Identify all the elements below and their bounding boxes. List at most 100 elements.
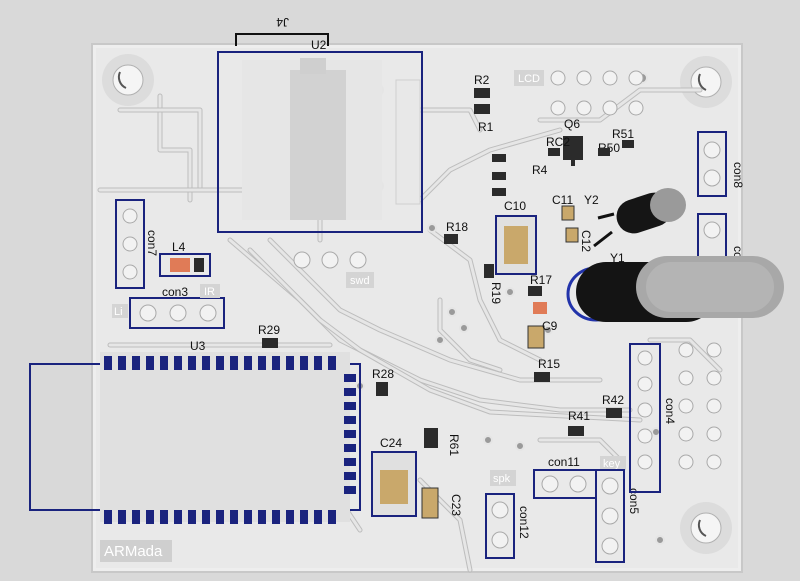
u3-pin bbox=[258, 510, 266, 524]
mounting-hole-tl bbox=[102, 54, 154, 106]
resistor-r-small-2[interactable] bbox=[492, 172, 506, 180]
connector-con8[interactable] bbox=[697, 131, 727, 197]
resistor-r28[interactable] bbox=[376, 382, 388, 396]
label-u2: U2 bbox=[311, 38, 327, 52]
resistor-r41[interactable] bbox=[568, 426, 584, 436]
resistor-r1[interactable] bbox=[474, 104, 490, 114]
u3-pin bbox=[272, 356, 280, 370]
resistor-r-small-1[interactable] bbox=[492, 154, 506, 162]
brand-silk-bg bbox=[100, 540, 172, 562]
copper-traces bbox=[97, 87, 723, 573]
label-r1: R1 bbox=[478, 120, 494, 134]
u3-pin bbox=[146, 510, 154, 524]
resistor-r18[interactable] bbox=[444, 234, 458, 244]
lcd-header[interactable]: LCD bbox=[514, 70, 644, 116]
u3-pin bbox=[230, 356, 238, 370]
connector-con5[interactable] bbox=[595, 469, 625, 563]
label-con12: con12 bbox=[517, 506, 531, 539]
resistor-r29[interactable] bbox=[262, 338, 278, 348]
u3-pin bbox=[286, 510, 294, 524]
crystal-y2[interactable] bbox=[593, 188, 686, 248]
resistor-r17[interactable] bbox=[528, 286, 542, 296]
u3-pin bbox=[216, 356, 224, 370]
label-con2: co bbox=[731, 246, 745, 259]
u3-pin bbox=[286, 356, 294, 370]
resistor-r19[interactable] bbox=[484, 264, 494, 278]
label-c12: C12 bbox=[579, 230, 593, 252]
component-orange[interactable] bbox=[533, 302, 547, 314]
u3-pin bbox=[344, 374, 356, 382]
label-l4: L4 bbox=[172, 240, 186, 254]
silk-ir: IR bbox=[204, 286, 215, 298]
capacitor-c24[interactable] bbox=[371, 451, 417, 517]
label-r2: R2 bbox=[474, 73, 490, 87]
label-c9: C9 bbox=[542, 319, 558, 333]
capacitor-c9[interactable] bbox=[527, 325, 545, 349]
label-con4: con4 bbox=[663, 398, 677, 424]
u3-pin bbox=[344, 444, 356, 452]
label-c10: C10 bbox=[504, 199, 526, 213]
resistor-r4[interactable] bbox=[548, 148, 560, 156]
u3-pin bbox=[104, 510, 112, 524]
capacitor-c12[interactable] bbox=[565, 227, 579, 243]
u3-pin bbox=[160, 510, 168, 524]
u3-pin bbox=[344, 458, 356, 466]
connector-con3[interactable] bbox=[129, 297, 225, 329]
li-silk-bg bbox=[112, 304, 128, 318]
u3-pin bbox=[314, 510, 322, 524]
u3-pin bbox=[104, 356, 112, 370]
u3-pin bbox=[328, 510, 336, 524]
swd-header[interactable]: swd bbox=[293, 251, 374, 288]
u3-pin bbox=[344, 402, 356, 410]
resistor-r15[interactable] bbox=[534, 372, 550, 382]
label-rc2: RC2 bbox=[546, 135, 570, 149]
resistor-r2[interactable] bbox=[474, 88, 490, 98]
u3-pin bbox=[202, 510, 210, 524]
component-u2[interactable] bbox=[217, 51, 423, 233]
label-r19: R19 bbox=[489, 282, 503, 304]
resistor-r61[interactable] bbox=[424, 428, 438, 448]
u3-pin bbox=[160, 356, 168, 370]
resistor-r-small-3[interactable] bbox=[492, 188, 506, 196]
label-q6: Q6 bbox=[564, 117, 580, 131]
resistor-r42[interactable] bbox=[606, 408, 622, 418]
label-u3: U3 bbox=[190, 339, 206, 353]
u3-pin bbox=[188, 356, 196, 370]
u3-pin bbox=[174, 356, 182, 370]
side-header-pads[interactable] bbox=[678, 342, 722, 470]
u3-pin bbox=[216, 510, 224, 524]
u3-pin bbox=[118, 356, 126, 370]
connector-con12[interactable] bbox=[485, 493, 515, 559]
u3-pin bbox=[244, 356, 252, 370]
u3-pin bbox=[230, 510, 238, 524]
label-r61: R61 bbox=[447, 434, 461, 456]
u3-pin bbox=[314, 356, 322, 370]
u3-pin bbox=[300, 356, 308, 370]
transistor-q6[interactable] bbox=[563, 136, 583, 166]
silk-spk: spk bbox=[493, 473, 511, 485]
capacitor-c11[interactable] bbox=[561, 205, 575, 221]
u3-pin bbox=[344, 472, 356, 480]
component-u3[interactable] bbox=[29, 352, 361, 522]
label-y1: Y1 bbox=[610, 251, 625, 265]
connector-con7[interactable] bbox=[115, 199, 145, 289]
silk-li: Li bbox=[114, 306, 123, 318]
capacitor-c23[interactable] bbox=[421, 487, 439, 519]
u3-pin bbox=[344, 416, 356, 424]
label-con11: con11 bbox=[548, 455, 580, 469]
u3-pin bbox=[344, 430, 356, 438]
resistor-r50[interactable] bbox=[598, 148, 610, 156]
connector-con4[interactable] bbox=[629, 343, 661, 493]
key-silk-bg bbox=[600, 456, 626, 470]
u3-pins bbox=[104, 356, 356, 524]
ir-silk-bg bbox=[200, 284, 220, 298]
inductor-l4[interactable] bbox=[159, 253, 211, 277]
resistor-r51[interactable] bbox=[622, 140, 634, 148]
spk-silk-bg bbox=[490, 470, 516, 486]
capacitor-c10[interactable] bbox=[495, 215, 537, 275]
crystal-y1[interactable] bbox=[566, 256, 784, 322]
brand-label: ARMada bbox=[104, 543, 163, 560]
label-r51: R51 bbox=[612, 127, 634, 141]
label-r29: R29 bbox=[258, 323, 280, 337]
